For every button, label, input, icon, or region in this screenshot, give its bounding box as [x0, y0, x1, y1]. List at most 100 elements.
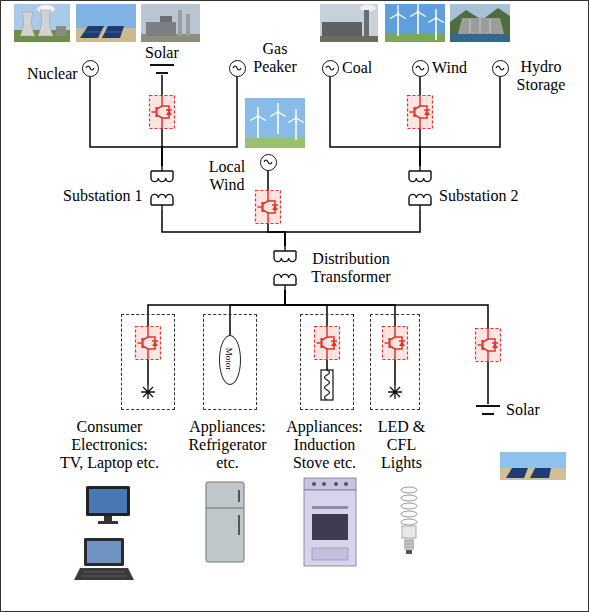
converter-symbol: [476, 328, 501, 362]
converter-symbol: [136, 326, 161, 360]
solar-farm-photo: [76, 4, 136, 42]
load-wiring: [326, 314, 328, 370]
tv-picture: [86, 486, 130, 516]
generator-symbol: Wind: [412, 60, 429, 77]
nuclear-plant-photo: [14, 4, 70, 42]
stove-picture: [312, 548, 348, 560]
hydro-dam-photo: [450, 34, 510, 42]
lamp-symbol: [388, 385, 402, 399]
node-label: Substation 1: [63, 187, 143, 205]
wind-farm-photo: [410, 3, 426, 34]
node-label: Consumer Electronics: TV, Laptop etc.: [58, 418, 161, 472]
cfl-bulb-picture: [401, 511, 417, 517]
hydro-dam-photo: [470, 19, 490, 33]
cell-plates: [476, 406, 500, 414]
tilde-mark: [416, 66, 424, 70]
local-wind-photo: [270, 103, 286, 134]
gas-plant-photo: [141, 4, 200, 42]
winding-path: [151, 166, 173, 210]
power-line: [148, 290, 285, 314]
wind-farm-photo: [385, 3, 445, 42]
node-label: Distribution Transformer: [306, 250, 396, 286]
pv-cell-mark: [476, 404, 500, 416]
cfl-bulb-picture: [406, 550, 412, 554]
laptop-picture: [82, 572, 126, 576]
tilde-mark: [496, 66, 504, 70]
heating-coil-symbol: [321, 370, 333, 400]
stove-picture: [322, 482, 326, 486]
node-label: Appliances: Refrigerator etc.: [185, 418, 270, 472]
power-line: [230, 290, 285, 314]
power-line: [285, 290, 395, 314]
solar-farm-photo: [84, 32, 122, 33]
node-label: Motor: [224, 348, 234, 371]
tv-picture: [86, 486, 130, 524]
node-label: Wind: [432, 59, 467, 77]
gas-plant-photo: [186, 14, 190, 36]
ac-source-mark: [323, 61, 337, 75]
lamp-symbol: [141, 385, 155, 399]
ac-source-mark: [83, 61, 97, 75]
stove-picture: [304, 478, 356, 566]
refrigerator-picture: [238, 490, 240, 502]
converter-symbol: [408, 95, 433, 129]
load-wiring: [229, 314, 231, 335]
tv-picture: [89, 489, 127, 513]
cfl-bulb-picture: [401, 487, 417, 493]
load-box: LED & CFL Lights: [370, 314, 420, 410]
pv-source-symbol: Solar: [150, 63, 174, 75]
hydro-dam-photo: [450, 8, 510, 42]
node-label: Local Wind: [203, 158, 251, 194]
solar-farm-photo: [76, 4, 136, 42]
generator-symbol: Local Wind: [260, 154, 277, 171]
coal-plant-photo: [364, 10, 369, 36]
transformer-symbol: Distribution Transformer: [272, 246, 298, 290]
heating-coil-symbol: [325, 370, 330, 400]
stove-picture: [312, 482, 316, 486]
coal-plant-photo: [320, 36, 378, 42]
local-wind-photo: [250, 107, 266, 138]
generator-symbol: Gas Peaker: [229, 60, 246, 77]
generator-symbol: Hydro Storage: [492, 60, 509, 77]
generator-symbol: Nuclear: [82, 60, 99, 77]
transformer-symbol: Substation 2: [407, 166, 433, 210]
stove-picture: [344, 482, 348, 486]
stove-picture: [304, 490, 356, 566]
tv-picture: [104, 516, 112, 521]
node-label: Appliances: Induction Stove etc.: [282, 418, 367, 472]
refrigerator-picture: [206, 482, 244, 562]
power-line: [285, 290, 488, 404]
ac-source-mark: [413, 61, 427, 75]
cfl-bulb-picture: [404, 541, 414, 547]
ac-source-mark: [230, 61, 244, 75]
stove-picture: [304, 478, 356, 490]
node-label: Coal: [342, 59, 372, 77]
laptop-picture: [84, 538, 124, 566]
node-label: Gas Peaker: [249, 40, 301, 76]
cell-plates: [150, 65, 174, 73]
gas-plant-photo: [146, 22, 176, 36]
load-wiring: [394, 314, 396, 385]
transformer-windings: [407, 166, 433, 210]
cfl-bulb-picture: [402, 526, 416, 538]
node-label: Solar: [506, 401, 540, 419]
node-label: Solar: [145, 44, 179, 62]
coal-plant-photo: [320, 4, 378, 42]
winding-path: [409, 166, 431, 210]
transformer-symbol: Substation 1: [149, 166, 175, 210]
refrigerator-picture: [238, 515, 240, 535]
laptop-picture: [74, 568, 134, 580]
nuclear-plant-photo: [14, 4, 70, 42]
gas-plant-photo: [141, 4, 200, 42]
coal-plant-photo: [322, 22, 362, 36]
node-label: Substation 2: [439, 187, 519, 205]
lamp-symbol: [141, 385, 402, 399]
rooftop-solar-photo: [500, 468, 566, 480]
heating-coil-symbol: [321, 370, 333, 400]
converter-symbol: [136, 95, 501, 362]
transformer-windings: [149, 166, 175, 210]
rooftop-solar-photo: [506, 468, 528, 478]
